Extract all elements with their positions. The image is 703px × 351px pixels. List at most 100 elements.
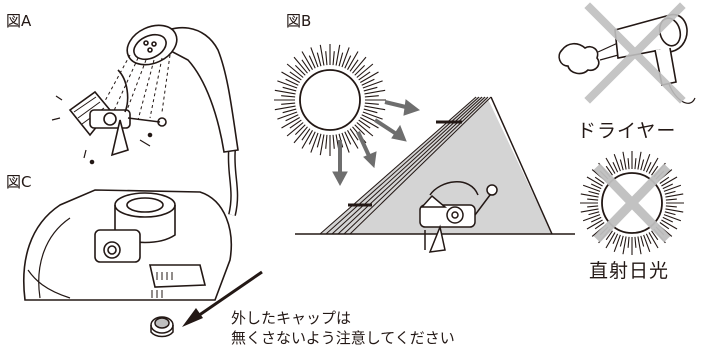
- sun-ray: [360, 117, 379, 129]
- sun-ray: [354, 64, 366, 76]
- sun-ray: [286, 122, 304, 137]
- sun-ray: [285, 78, 299, 86]
- fig-a-illustration: [51, 24, 239, 216]
- sun-ray: [643, 153, 651, 172]
- sun-ray: [294, 124, 306, 136]
- fig-a-label: 図A: [6, 12, 32, 30]
- sun-ray: [588, 211, 600, 216]
- sun-ray: [301, 59, 311, 72]
- sunlight-label: 直射日光: [589, 260, 670, 282]
- sun-ray: [582, 214, 601, 222]
- sun-ray: [301, 128, 311, 141]
- sun-ray: [349, 59, 359, 72]
- sun-ray: [360, 71, 379, 83]
- sun-ray: [289, 119, 302, 129]
- fig-b-label: 図B: [286, 12, 312, 30]
- sun-ray: [605, 157, 616, 174]
- sun-ray: [586, 176, 603, 187]
- sun-ray: [659, 222, 670, 230]
- sun-ray: [364, 95, 379, 98]
- sun-ray: [358, 71, 371, 81]
- sun-ray: [622, 236, 627, 255]
- sun-ray: [316, 133, 322, 148]
- sun-ray: [587, 198, 599, 201]
- sun-ray: [281, 95, 296, 98]
- sun-ray: [590, 183, 602, 190]
- sun-ray: [661, 176, 678, 187]
- sun-ray: [281, 102, 296, 105]
- sun-ray: [651, 165, 659, 176]
- sun-ray: [308, 55, 316, 69]
- sun-ray: [358, 119, 371, 129]
- sun-ray: [293, 126, 308, 144]
- removed-cap: [150, 316, 174, 338]
- sun-ray: [319, 44, 325, 66]
- sun-ray: [619, 235, 624, 247]
- sun-ray: [282, 108, 297, 114]
- cap-arrow: [182, 270, 263, 327]
- sun-ray: [289, 71, 302, 81]
- sun-ray: [335, 44, 341, 66]
- sun-ray: [341, 47, 350, 68]
- sun-ray: [634, 158, 637, 170]
- sun-ray: [344, 55, 352, 69]
- sun-ray: [612, 233, 619, 245]
- sun-ray: [277, 80, 298, 89]
- sun-ray: [361, 114, 375, 122]
- sun-ray: [344, 131, 352, 145]
- sun-ray: [362, 80, 383, 89]
- shade-shelter: [295, 96, 575, 235]
- sun-ray: [665, 193, 684, 198]
- sun-ray: [580, 208, 599, 213]
- sun-ray: [293, 56, 308, 74]
- sun-ray: [294, 64, 306, 76]
- sun-ray: [332, 134, 335, 149]
- sun-ray: [580, 193, 599, 198]
- sun-ray: [662, 216, 674, 223]
- sun-ray: [325, 51, 328, 66]
- sun-ray: [582, 184, 601, 192]
- sun-ray: [354, 124, 366, 136]
- sun-ray: [594, 176, 605, 184]
- sun-ray: [274, 89, 296, 95]
- sun-ray: [637, 236, 642, 255]
- sun-ray: [274, 105, 296, 111]
- sun-ray: [277, 111, 298, 120]
- sun-ray: [363, 86, 378, 92]
- spool-top: [114, 192, 176, 218]
- sun-ray: [308, 131, 316, 145]
- fig-b-sun: [274, 44, 386, 156]
- sun-ray: [356, 63, 374, 78]
- cap-caption-line1: 外したキャップは: [231, 309, 352, 327]
- sun-ray: [364, 105, 386, 111]
- fig-c-label: 図C: [6, 173, 32, 191]
- sun-ray: [310, 132, 319, 153]
- sun-ray: [362, 111, 383, 120]
- sun-ray: [301, 130, 313, 149]
- sun-ray: [332, 51, 335, 66]
- sun-ray: [661, 219, 678, 230]
- sun-ray: [590, 216, 602, 223]
- sun-ray: [338, 52, 344, 67]
- sun-ray: [662, 183, 674, 190]
- sun-ray: [663, 214, 682, 222]
- sun-ray: [281, 117, 300, 129]
- sun-ray: [605, 232, 616, 249]
- fig-a-reel: [51, 69, 167, 165]
- sun-ray: [605, 165, 613, 176]
- sun-ray: [316, 52, 322, 67]
- sun-arrows: [332, 99, 421, 187]
- sun-ray: [605, 230, 613, 241]
- sun-ray: [665, 198, 677, 201]
- sun-ray: [664, 211, 676, 216]
- sunlight-cross: [593, 163, 671, 243]
- sun-ray: [663, 184, 682, 192]
- sun-ray: [648, 232, 659, 249]
- sun-ray: [364, 102, 379, 105]
- sun-ray: [364, 89, 386, 95]
- sun-ray: [627, 236, 630, 248]
- dryer-label: ドライヤー: [577, 120, 677, 142]
- sun-ray: [341, 132, 350, 153]
- sun-ray: [648, 157, 659, 174]
